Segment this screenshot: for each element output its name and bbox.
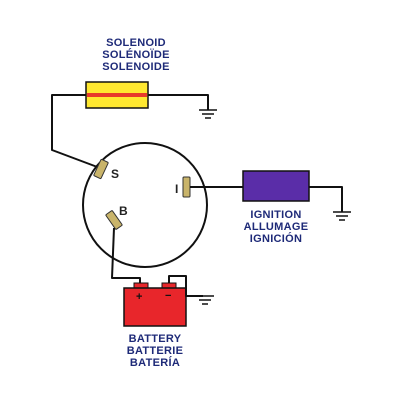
ignition-label-fr: ALLUMAGE [244,221,309,233]
ground-symbol-icon [196,295,214,305]
terminal-s-label: S [111,167,119,181]
battery-component: + − [123,282,187,327]
battery-label-es: BATERÍA [130,356,180,369]
terminal-i [182,176,191,198]
ignition-component [242,170,310,202]
ignition-label-en: IGNITION [250,209,301,221]
battery-label-fr: BATTERIE [127,345,184,357]
solenoid-stripe [87,93,147,97]
terminal-s [93,158,109,180]
terminal-b [105,210,123,230]
ground-symbol-icon [333,211,351,221]
terminal-i-label: I [175,182,178,196]
battery-body [123,287,187,327]
wire-ignition-to-ground [309,186,343,212]
battery-negative-label: − [165,290,171,302]
solenoid-label-en: SOLENOID [106,37,166,49]
solenoid-component [85,81,149,109]
solenoid-label-fr: SOLÉNOÏDE [102,48,170,61]
solenoid-label-es: SOLENOIDE [102,61,170,73]
ground-symbol-icon [199,109,217,119]
wire-solenoid-to-ground [148,94,209,110]
terminal-b-label: B [119,204,128,218]
battery-label-en: BATTERY [129,333,182,345]
wire-solenoid-to-s [51,94,101,169]
ignition-label-es: IGNICIÓN [250,232,303,245]
battery-positive-label: + [136,291,142,303]
wire-battery-to-ground [168,275,203,297]
